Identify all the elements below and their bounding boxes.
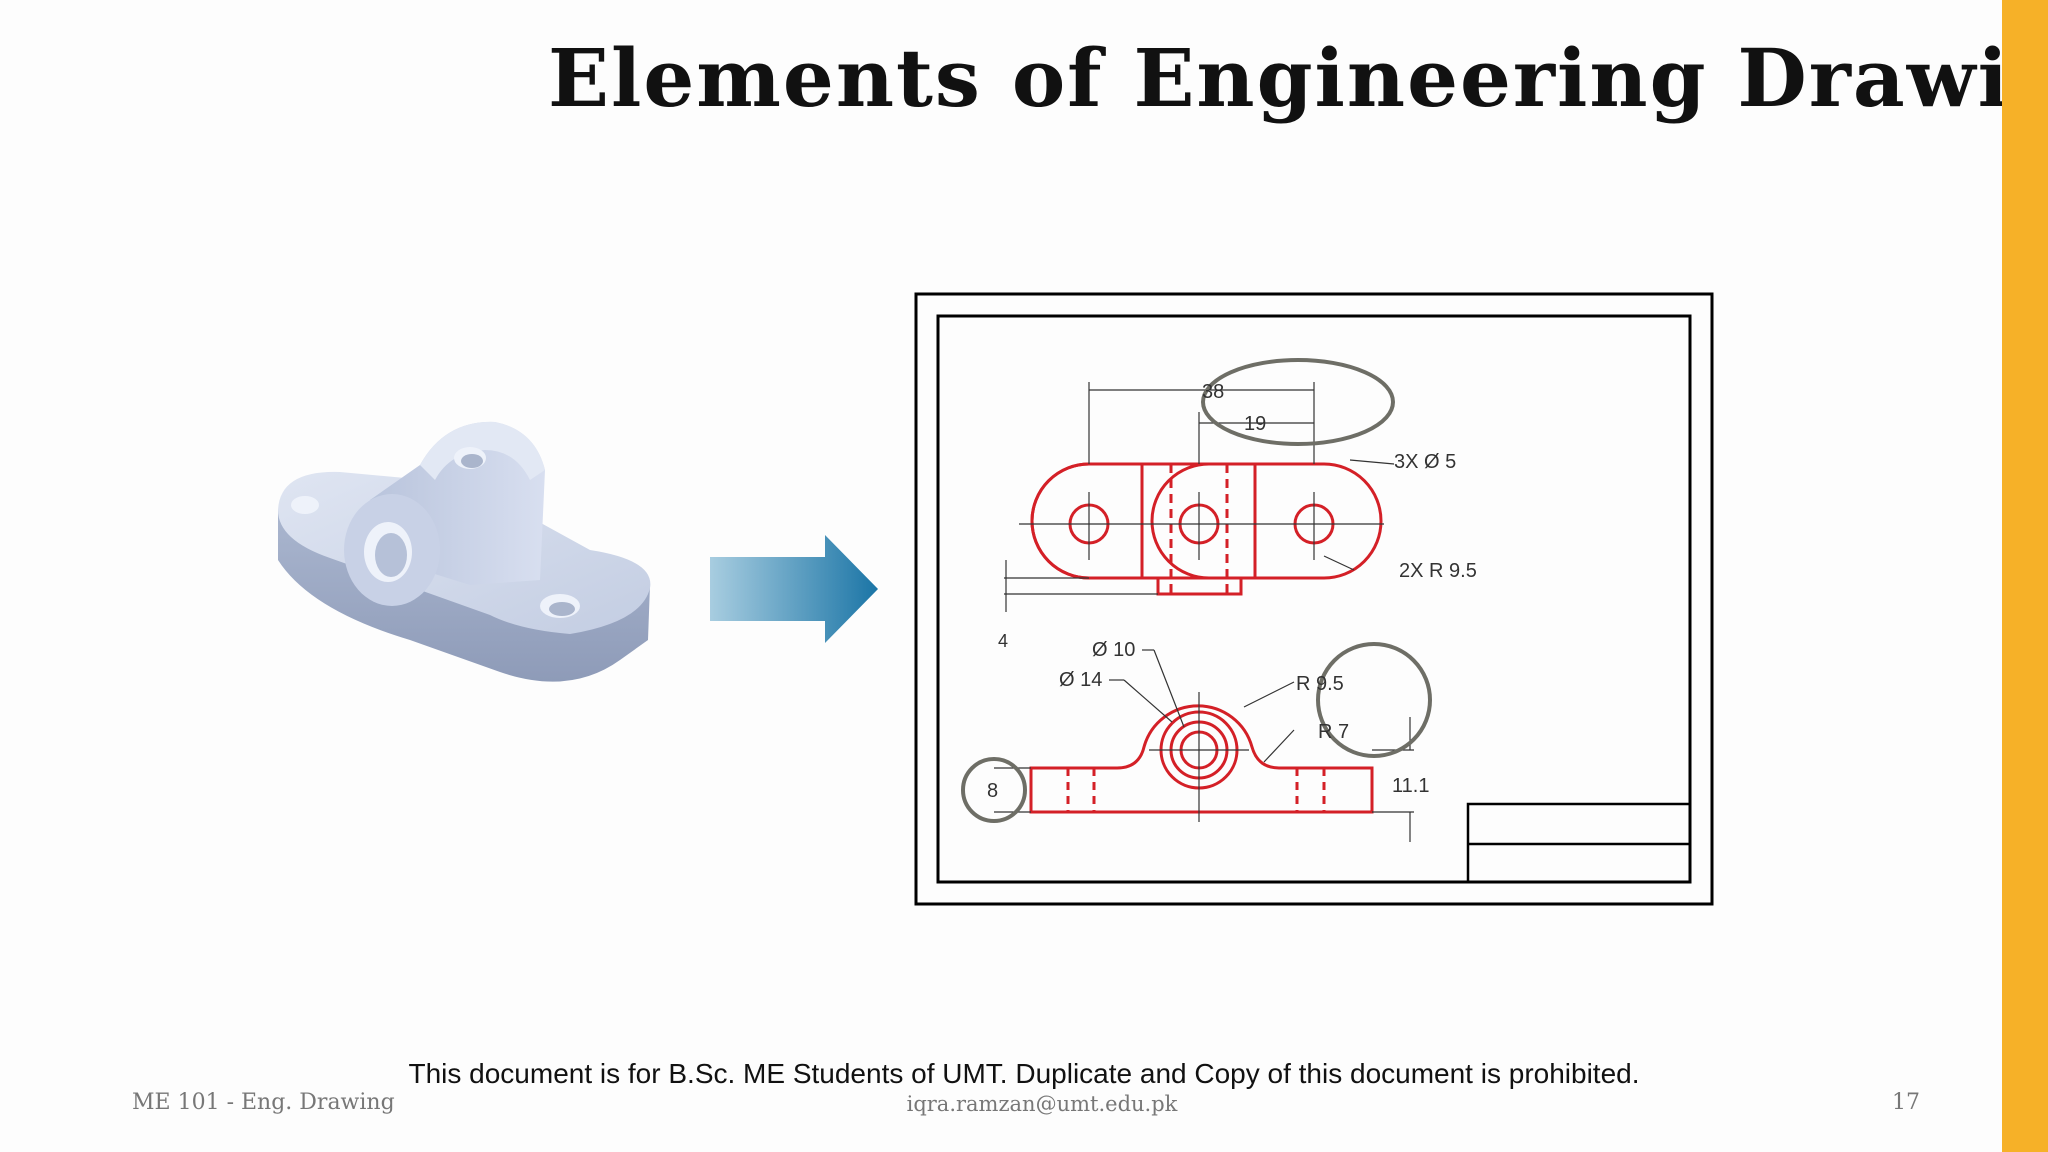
dim-base-thickness: 8 — [987, 780, 998, 802]
isometric-part-image — [278, 421, 651, 682]
dim-inner-diameter: Ø 10 — [1092, 639, 1135, 661]
copyright-notice: This document is for B.Sc. ME Students o… — [408, 1058, 1640, 1089]
slide-title: Elements of Engineering Drawing — [548, 31, 2048, 125]
thickness-highlight — [961, 757, 1027, 823]
dim-19: 19 — [1244, 413, 1266, 435]
dim-boss-radius: R 9.5 — [1296, 673, 1344, 695]
dim-center-height: 11.1 — [1392, 775, 1429, 797]
right-arrow-icon — [710, 535, 878, 643]
top-view — [1030, 462, 1383, 596]
dimension-highlight — [1201, 358, 1395, 446]
dim-offset: 4 — [998, 631, 1008, 651]
footer-email: iqra.ramzan@umt.edu.pk — [906, 1092, 1178, 1116]
dim-fillet-radius: R 7 — [1318, 721, 1349, 743]
orthographic-drawing: 38 19 3X Ø 5 2X R 9.5 4 Ø 10 Ø 14 R 9.5 … — [914, 292, 1714, 906]
page-number: 17 — [1892, 1090, 1920, 1115]
dim-holes: 3X Ø 5 — [1394, 451, 1456, 473]
dim-outer-diameter: Ø 14 — [1059, 669, 1102, 691]
accent-bar — [2002, 0, 2048, 1152]
drawing-inner-border — [936, 314, 1692, 884]
dim-end-radius: 2X R 9.5 — [1399, 560, 1477, 582]
drawing-outer-border — [914, 292, 1714, 906]
footer-course: ME 101 - Eng. Drawing — [132, 1090, 395, 1115]
radius-highlight — [1316, 642, 1432, 758]
dim-38: 38 — [1202, 381, 1224, 403]
